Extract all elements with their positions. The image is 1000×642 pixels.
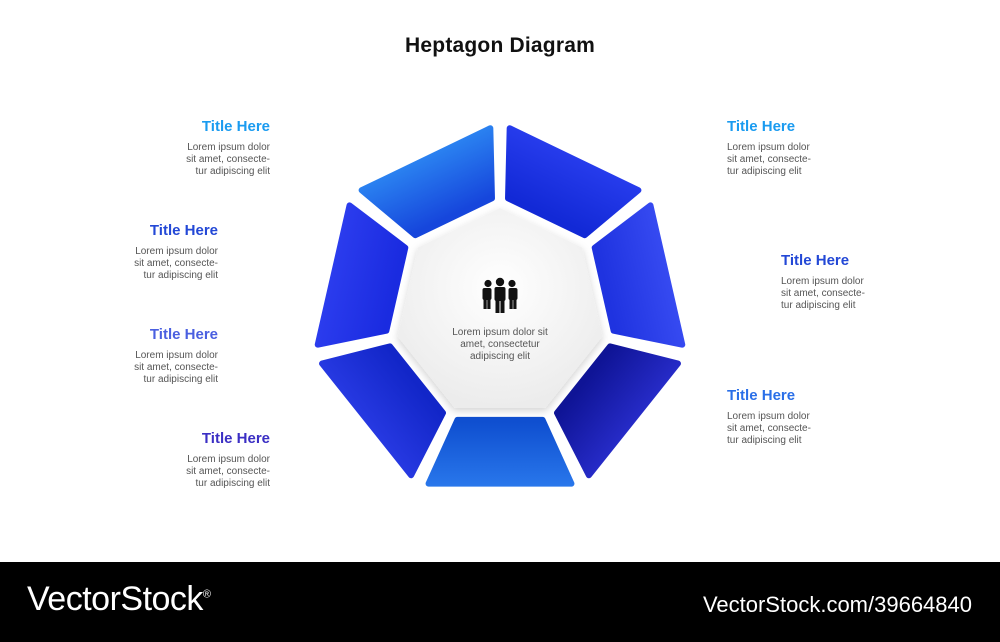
- label-title: Title Here: [149, 326, 218, 343]
- label-body: Lorem ipsum dolor sit amet, consecte- tu…: [98, 350, 218, 386]
- people-group-icon: [482, 277, 518, 313]
- label-line: tur adipiscing elit: [727, 166, 802, 177]
- segment-bottom-left: [314, 202, 409, 348]
- label-right-3: Title Here Lorem ipsum dolor sit amet, c…: [727, 387, 847, 447]
- center-text-line: amet, consectetur: [460, 339, 540, 350]
- label-line: sit amet, consecte-: [186, 466, 270, 477]
- center-text: Lorem ipsum dolor sit amet, consectetur …: [430, 327, 570, 363]
- label-line: Lorem ipsum dolor: [135, 350, 218, 361]
- label-title: Title Here: [201, 118, 270, 135]
- registered-mark: ®: [202, 588, 211, 601]
- label-line: sit amet, consecte-: [781, 288, 865, 299]
- image-credit: VectorStock.com/39664840: [702, 592, 972, 617]
- label-line: tur adipiscing elit: [195, 166, 270, 177]
- label-line: Lorem ipsum dolor: [727, 411, 810, 422]
- label-body: Lorem ipsum dolor sit amet, consecte- tu…: [781, 276, 901, 312]
- brand-logo[interactable]: VectorStock®: [27, 580, 211, 619]
- segment-right: [554, 343, 681, 479]
- label-line: sit amet, consecte-: [186, 154, 270, 165]
- label-line: tur adipiscing elit: [195, 478, 270, 489]
- label-right-1: Title Here Lorem ipsum dolor sit amet, c…: [727, 118, 847, 178]
- page-title: Heptagon Diagram: [405, 34, 595, 57]
- heptagon-diagram: [314, 125, 686, 487]
- label-left-3: Title Here Lorem ipsum dolor sit amet, c…: [98, 326, 218, 386]
- center-heptagon: [397, 208, 603, 408]
- label-body: Lorem ipsum dolor sit amet, consecte- tu…: [150, 454, 270, 490]
- label-line: Lorem ipsum dolor: [187, 142, 270, 153]
- label-line: tur adipiscing elit: [781, 300, 856, 311]
- label-line: Lorem ipsum dolor: [187, 454, 270, 465]
- brand-name: VectorStock: [27, 580, 203, 618]
- label-line: sit amet, consecte-: [727, 154, 811, 165]
- label-line: Lorem ipsum dolor: [781, 276, 864, 287]
- segment-bottom-right: [425, 416, 575, 487]
- label-body: Lorem ipsum dolor sit amet, consecte- tu…: [727, 411, 847, 447]
- label-right-2: Title Here Lorem ipsum dolor sit amet, c…: [781, 252, 901, 312]
- label-line: tur adipiscing elit: [727, 435, 802, 446]
- segment-top-right: [591, 202, 686, 348]
- label-title: Title Here: [201, 430, 270, 447]
- segment-left: [358, 125, 495, 239]
- label-body: Lorem ipsum dolor sit amet, consecte- tu…: [98, 246, 218, 282]
- center-text-line: Lorem ipsum dolor sit: [452, 327, 548, 338]
- label-line: tur adipiscing elit: [143, 270, 218, 281]
- label-line: sit amet, consecte-: [727, 423, 811, 434]
- label-left-1: Title Here Lorem ipsum dolor sit amet, c…: [150, 118, 270, 178]
- segment-bottom: [319, 343, 446, 479]
- label-title: Title Here: [727, 118, 796, 135]
- footer-bar: VectorStock® VectorStock.com/39664840: [0, 562, 1000, 642]
- label-left-4: Title Here Lorem ipsum dolor sit amet, c…: [150, 430, 270, 490]
- label-body: Lorem ipsum dolor sit amet, consecte- tu…: [150, 142, 270, 178]
- label-left-2: Title Here Lorem ipsum dolor sit amet, c…: [98, 222, 218, 282]
- label-line: sit amet, consecte-: [134, 362, 218, 373]
- label-title: Title Here: [781, 252, 850, 269]
- label-line: Lorem ipsum dolor: [135, 246, 218, 257]
- infographic-canvas: Heptagon Diagram: [98, 34, 901, 490]
- label-title: Title Here: [727, 387, 796, 404]
- segment-top-left: [505, 125, 642, 239]
- label-title: Title Here: [149, 222, 218, 239]
- label-line: sit amet, consecte-: [134, 258, 218, 269]
- label-body: Lorem ipsum dolor sit amet, consecte- tu…: [727, 142, 847, 178]
- label-line: tur adipiscing elit: [143, 374, 218, 385]
- center-text-line: adipiscing elit: [469, 351, 531, 362]
- label-line: Lorem ipsum dolor: [727, 142, 810, 153]
